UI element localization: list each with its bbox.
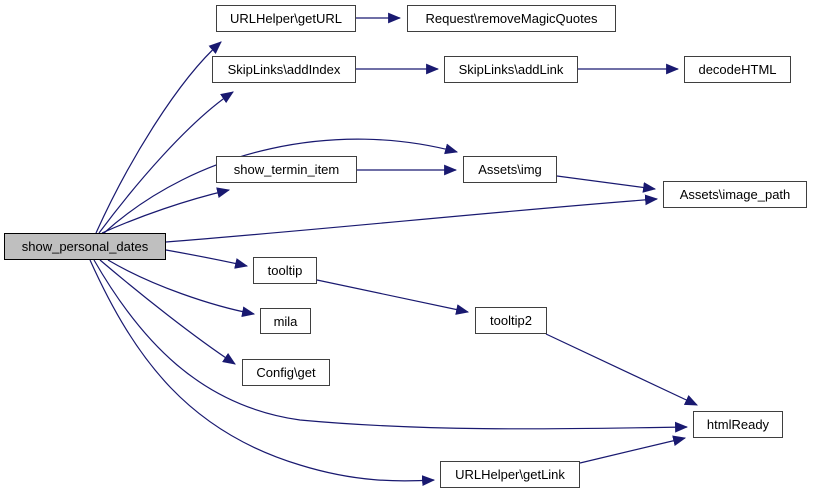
- node-show-personal-dates: show_personal_dates: [4, 233, 166, 260]
- node-label: URLHelper\getURL: [230, 11, 342, 26]
- edge-group: [89, 12, 698, 487]
- edge-show-personal-dates-to-assets-img: [103, 138, 459, 234]
- node-mila[interactable]: mila: [260, 308, 311, 334]
- edge-tooltip-to-tooltip2: [316, 279, 470, 315]
- node-tooltip[interactable]: tooltip: [253, 257, 317, 284]
- edge-show-personal-dates-to-skiplinks-addindex: [98, 91, 234, 234]
- node-label: show_termin_item: [233, 162, 340, 177]
- edge-show-personal-dates-to-tooltip: [165, 249, 249, 269]
- node-htmlready[interactable]: htmlReady: [693, 411, 783, 438]
- node-urlhelper-geturl[interactable]: URLHelper\getURL: [216, 5, 356, 32]
- node-tooltip2[interactable]: tooltip2: [475, 307, 547, 334]
- node-label: SkipLinks\addIndex: [227, 62, 341, 77]
- node-label: SkipLinks\addLink: [458, 62, 564, 77]
- node-decodehtml[interactable]: decodeHTML: [684, 56, 791, 83]
- node-label: show_personal_dates: [21, 239, 149, 254]
- node-show-termin-item[interactable]: show_termin_item: [216, 156, 357, 183]
- node-label: URLHelper\getLink: [455, 467, 565, 482]
- node-skiplinks-addindex[interactable]: SkipLinks\addIndex: [212, 56, 356, 83]
- edge-show-personal-dates-to-config-get: [99, 259, 236, 365]
- edge-show-personal-dates-to-urlhelper-getlink: [89, 259, 436, 487]
- node-label: mila: [273, 313, 298, 329]
- edge-show-personal-dates-to-mila: [107, 259, 256, 318]
- edge-show-personal-dates-to-htmlready: [93, 259, 689, 433]
- node-label: tooltip: [267, 263, 303, 278]
- node-label: Config\get: [256, 365, 316, 380]
- node-label: decodeHTML: [698, 62, 777, 77]
- node-urlhelper-getlink[interactable]: URLHelper\getLink: [440, 461, 580, 488]
- node-label: tooltip2: [490, 313, 532, 328]
- node-skiplinks-addlink[interactable]: SkipLinks\addLink: [444, 56, 578, 83]
- edge-urlhelper-getlink-to-htmlready: [579, 435, 687, 464]
- node-assets-image-path[interactable]: Assets\image_path: [663, 181, 807, 208]
- node-request-removemagicquotes[interactable]: Request\removeMagicQuotes: [407, 5, 616, 32]
- edge-show-personal-dates-to-assets-image-path: [165, 194, 659, 243]
- node-label: Assets\img: [478, 162, 542, 177]
- edge-show-personal-dates-to-urlhelper-geturl: [95, 41, 222, 234]
- node-label: Request\removeMagicQuotes: [425, 11, 598, 26]
- node-label: htmlReady: [706, 417, 770, 432]
- edge-show-personal-dates-to-show-termin-item: [101, 187, 231, 234]
- edge-assets-img-to-assets-image-path: [556, 175, 657, 193]
- node-assets-img[interactable]: Assets\img: [463, 156, 557, 183]
- node-config-get[interactable]: Config\get: [242, 359, 330, 386]
- edge-tooltip2-to-htmlready: [545, 333, 698, 406]
- node-label: Assets\image_path: [679, 187, 791, 202]
